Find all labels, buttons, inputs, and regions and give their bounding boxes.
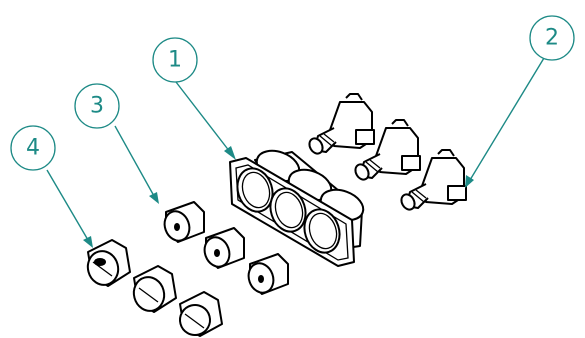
callout-2: 2 bbox=[529, 15, 575, 61]
leader-2 bbox=[465, 57, 545, 188]
bushing-3 bbox=[247, 253, 289, 295]
potentiometer-3 bbox=[400, 149, 467, 211]
bezel-panel bbox=[229, 149, 365, 267]
callout-3-label: 3 bbox=[90, 94, 104, 119]
bushing-1 bbox=[163, 201, 205, 243]
potentiometer-2 bbox=[354, 119, 421, 181]
knob-2 bbox=[132, 265, 177, 313]
knob-3 bbox=[179, 291, 223, 337]
callout-1: 1 bbox=[152, 37, 198, 83]
callout-3: 3 bbox=[74, 83, 120, 129]
callout-2-label: 2 bbox=[545, 26, 559, 51]
callout-4-label: 4 bbox=[26, 136, 40, 161]
callout-1-label: 1 bbox=[168, 48, 182, 73]
potentiometer-1 bbox=[308, 93, 375, 155]
bushing-2 bbox=[203, 227, 245, 269]
leader-3 bbox=[114, 125, 159, 204]
leader-4 bbox=[46, 169, 93, 248]
callout-4: 4 bbox=[10, 125, 56, 171]
leader-1 bbox=[175, 81, 236, 160]
knob-1 bbox=[86, 239, 131, 287]
